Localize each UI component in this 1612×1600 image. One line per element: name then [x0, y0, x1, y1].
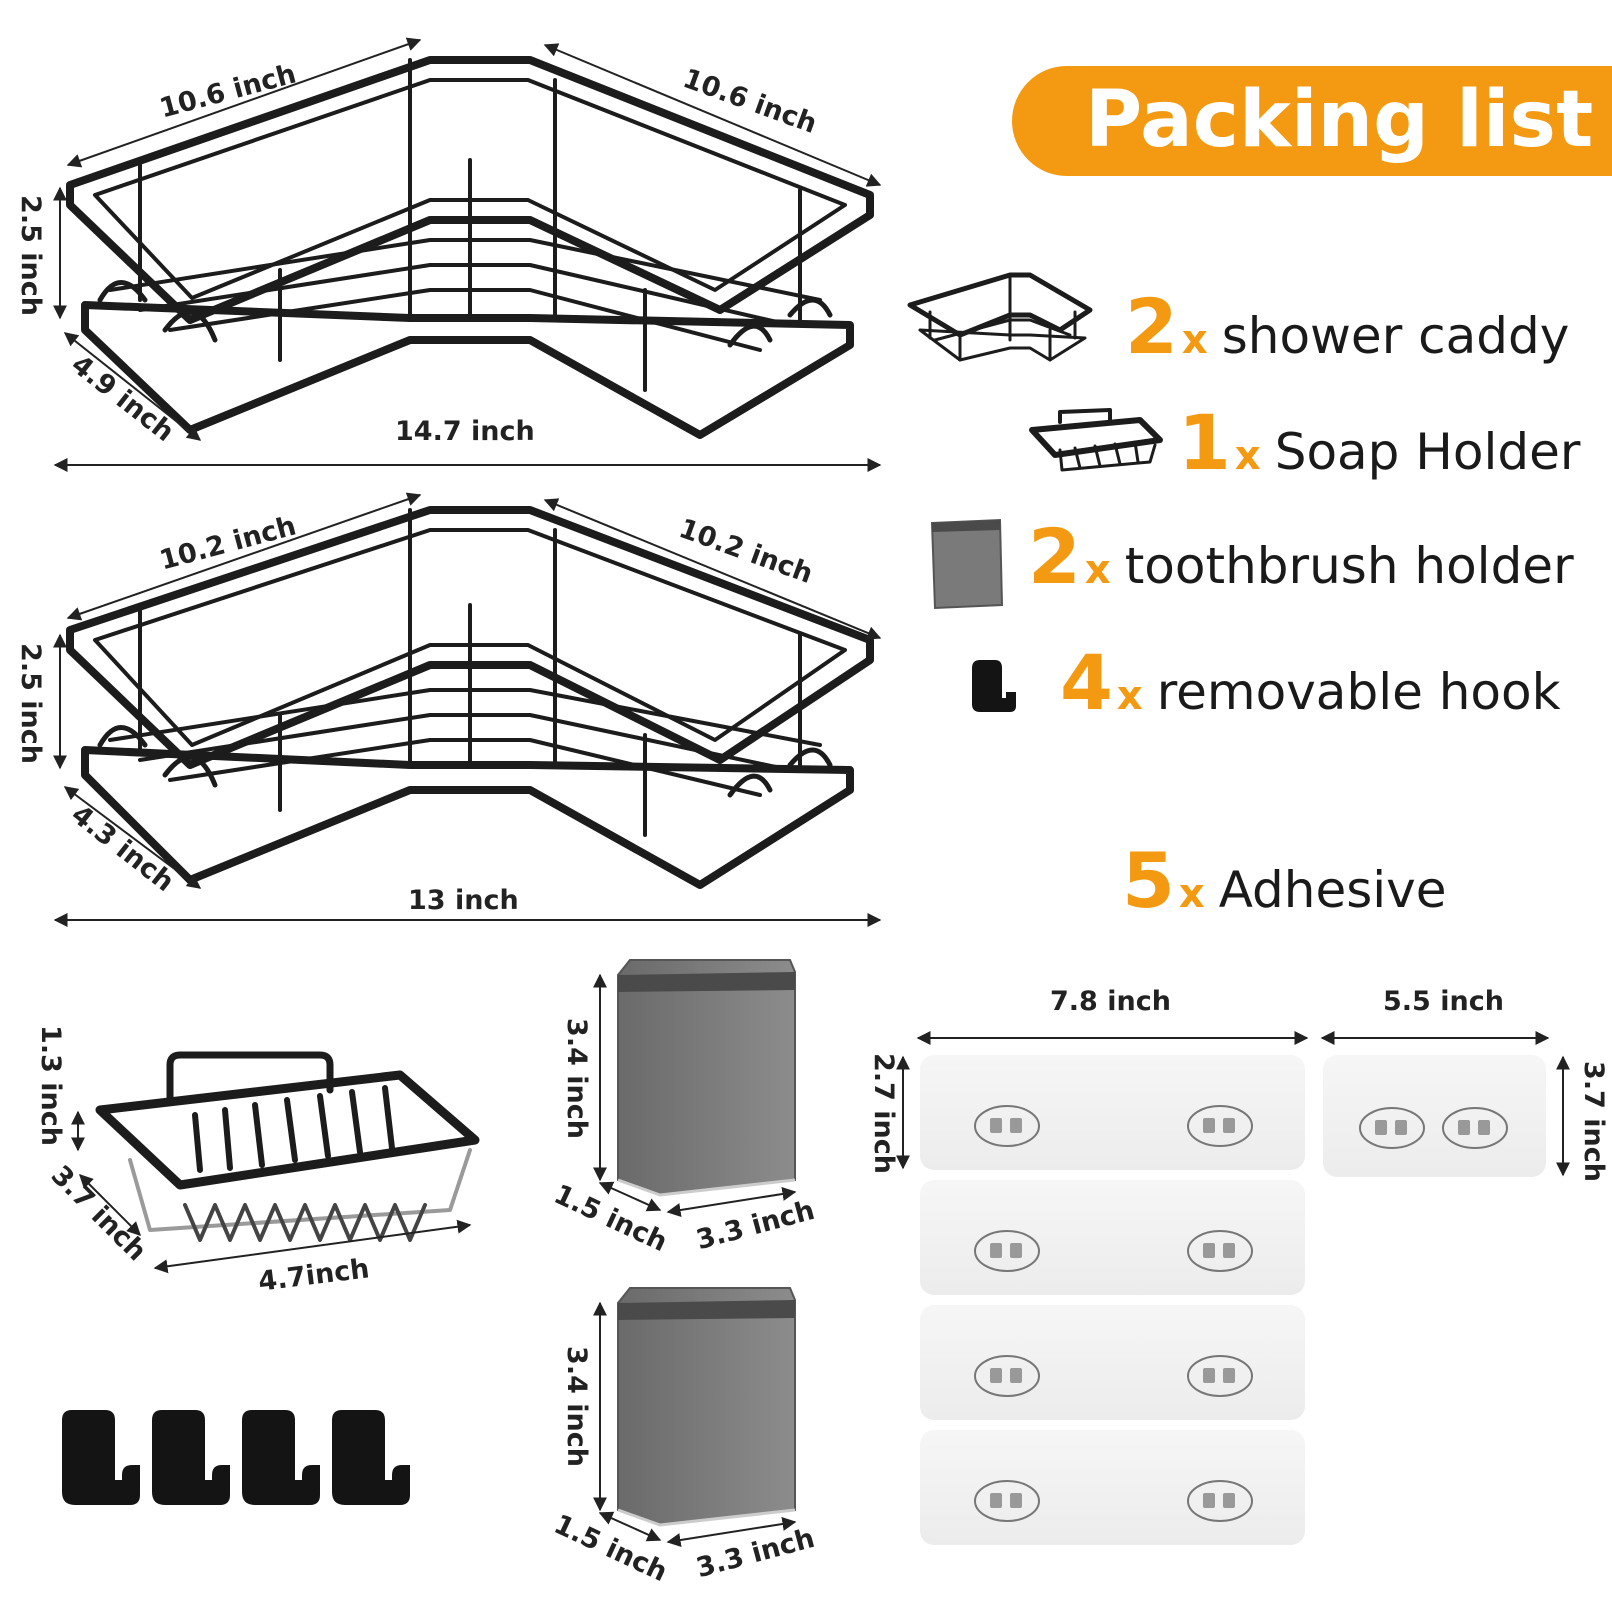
multiplier: x: [1181, 317, 1208, 363]
hook-icon: [972, 660, 1016, 712]
item-name: Adhesive: [1218, 861, 1447, 919]
shower-caddy-large: [66, 56, 874, 439]
multiplier: x: [1234, 433, 1261, 479]
multiplier: x: [1116, 673, 1143, 719]
qty: 2: [1028, 512, 1081, 601]
multiplier: x: [1084, 547, 1111, 593]
page-title: Packing list: [1085, 75, 1594, 165]
dim-caddy-small-height: 2.5 inch: [14, 643, 46, 764]
dim-adhesive-small-height: 3.7 inch: [1577, 1061, 1609, 1182]
dim-caddy-small-width: 13 inch: [408, 885, 519, 916]
dim-caddy-large-height: 2.5 inch: [14, 195, 46, 316]
packing-list-banner: [1012, 66, 1612, 176]
dim-toothbrush-top-height: 3.4 inch: [560, 1018, 592, 1139]
toothbrush-holder-bottom: [617, 1287, 796, 1527]
item-name: shower caddy: [1221, 307, 1570, 365]
toothbrush-holder-icon: [930, 518, 1004, 610]
dim-adhesive-large-width: 7.8 inch: [1050, 986, 1171, 1017]
dim-toothbrush-bottom-height: 3.4 inch: [560, 1346, 592, 1467]
shower-caddy-icon: [907, 272, 1093, 362]
qty: 2: [1125, 282, 1178, 371]
qty: 5: [1122, 836, 1175, 925]
qty: 4: [1060, 638, 1113, 727]
dim-adhesive-small-width: 5.5 inch: [1383, 986, 1504, 1017]
toothbrush-holder-top: [617, 959, 796, 1197]
multiplier: x: [1178, 871, 1205, 917]
dim-caddy-large-width: 14.7 inch: [395, 416, 535, 447]
removable-hooks: [62, 1410, 410, 1505]
adhesive-pads: [920, 1055, 1546, 1545]
soap-holder: [95, 1051, 480, 1242]
item-name: Soap Holder: [1274, 423, 1581, 481]
item-name: removable hook: [1156, 663, 1561, 721]
item-name: toothbrush holder: [1124, 537, 1574, 595]
qty: 1: [1178, 398, 1231, 487]
soap-holder-icon: [1029, 408, 1163, 472]
dim-soap-height: 1.3 inch: [34, 1025, 66, 1146]
dim-adhesive-large-height: 2.7 inch: [867, 1053, 899, 1174]
